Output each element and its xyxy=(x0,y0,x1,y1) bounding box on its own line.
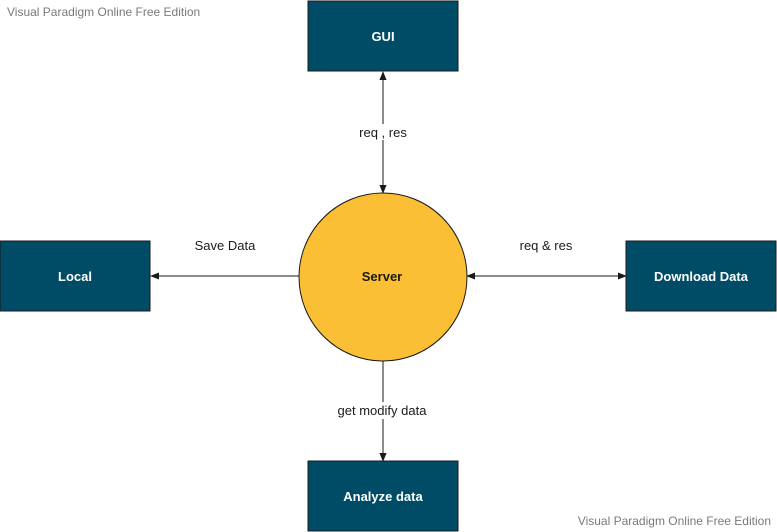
edge-label-server-download: req & res xyxy=(520,238,573,253)
node-download-data-label: Download Data xyxy=(654,269,749,284)
node-analyze-data-label: Analyze data xyxy=(343,489,423,504)
edge-label-server-gui: req , res xyxy=(359,125,407,140)
edge-label-server-local: Save Data xyxy=(195,238,256,253)
node-download-data[interactable]: Download Data xyxy=(625,240,777,312)
edge-label-bg xyxy=(330,402,436,419)
edge-labels: req , res Save Data req & res get modify… xyxy=(195,124,573,419)
watermark-bottom: Visual Paradigm Online Free Edition xyxy=(577,514,771,528)
node-server-label: Server xyxy=(362,269,402,284)
node-gui-label: GUI xyxy=(371,29,394,44)
node-local-label: Local xyxy=(58,269,92,284)
edge-label-server-analyze: get modify data xyxy=(338,403,428,418)
node-analyze-data[interactable]: Analyze data xyxy=(307,460,459,532)
node-server[interactable]: Server xyxy=(298,192,468,362)
node-local[interactable]: Local xyxy=(0,240,151,312)
watermark-top: Visual Paradigm Online Free Edition xyxy=(7,5,201,19)
edge-label-bg xyxy=(356,124,412,140)
node-gui[interactable]: GUI xyxy=(307,0,459,72)
